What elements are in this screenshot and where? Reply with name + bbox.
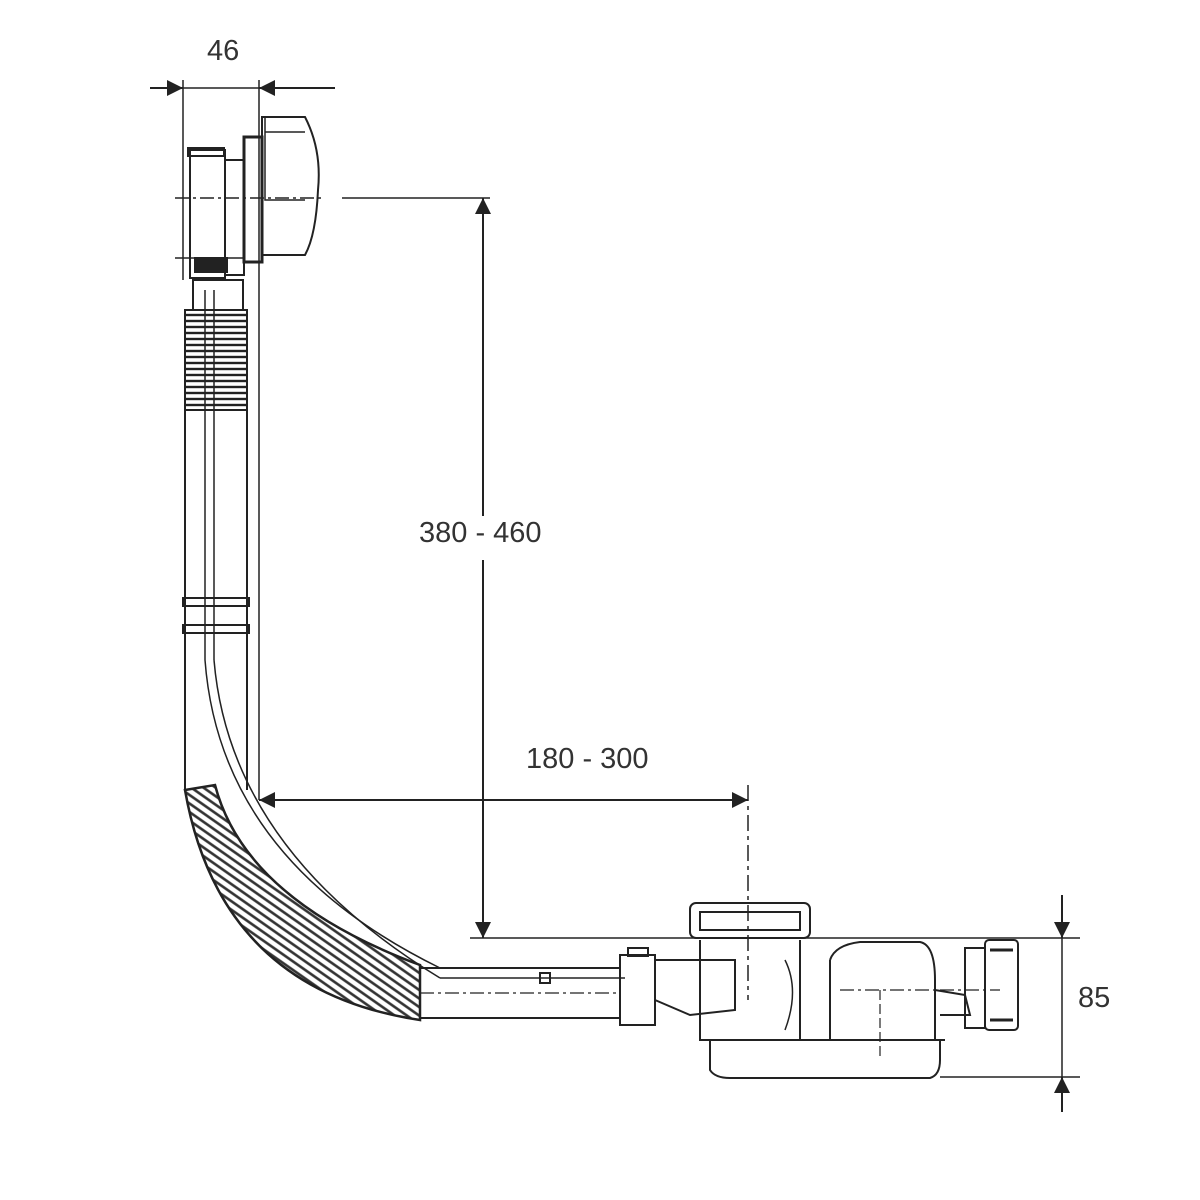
dimension-label-46: 46 xyxy=(207,35,240,67)
vertical-pipe xyxy=(182,279,441,979)
dimension-85-lines xyxy=(940,895,1080,1112)
dimension-label-380-460: 380 - 460 xyxy=(419,516,542,550)
dimension-label-85: 85 xyxy=(1078,982,1111,1014)
drain-body xyxy=(619,902,1019,1079)
dimension-380-460-lines xyxy=(342,197,1080,939)
dimension-180-300-lines xyxy=(259,785,749,1000)
dimension-label-180-300: 180 - 300 xyxy=(526,743,649,775)
overflow-head xyxy=(175,116,325,279)
dimension-46-lines xyxy=(150,80,335,800)
corrugated-elbow xyxy=(183,783,422,1022)
horizontal-pipe xyxy=(420,967,625,1019)
